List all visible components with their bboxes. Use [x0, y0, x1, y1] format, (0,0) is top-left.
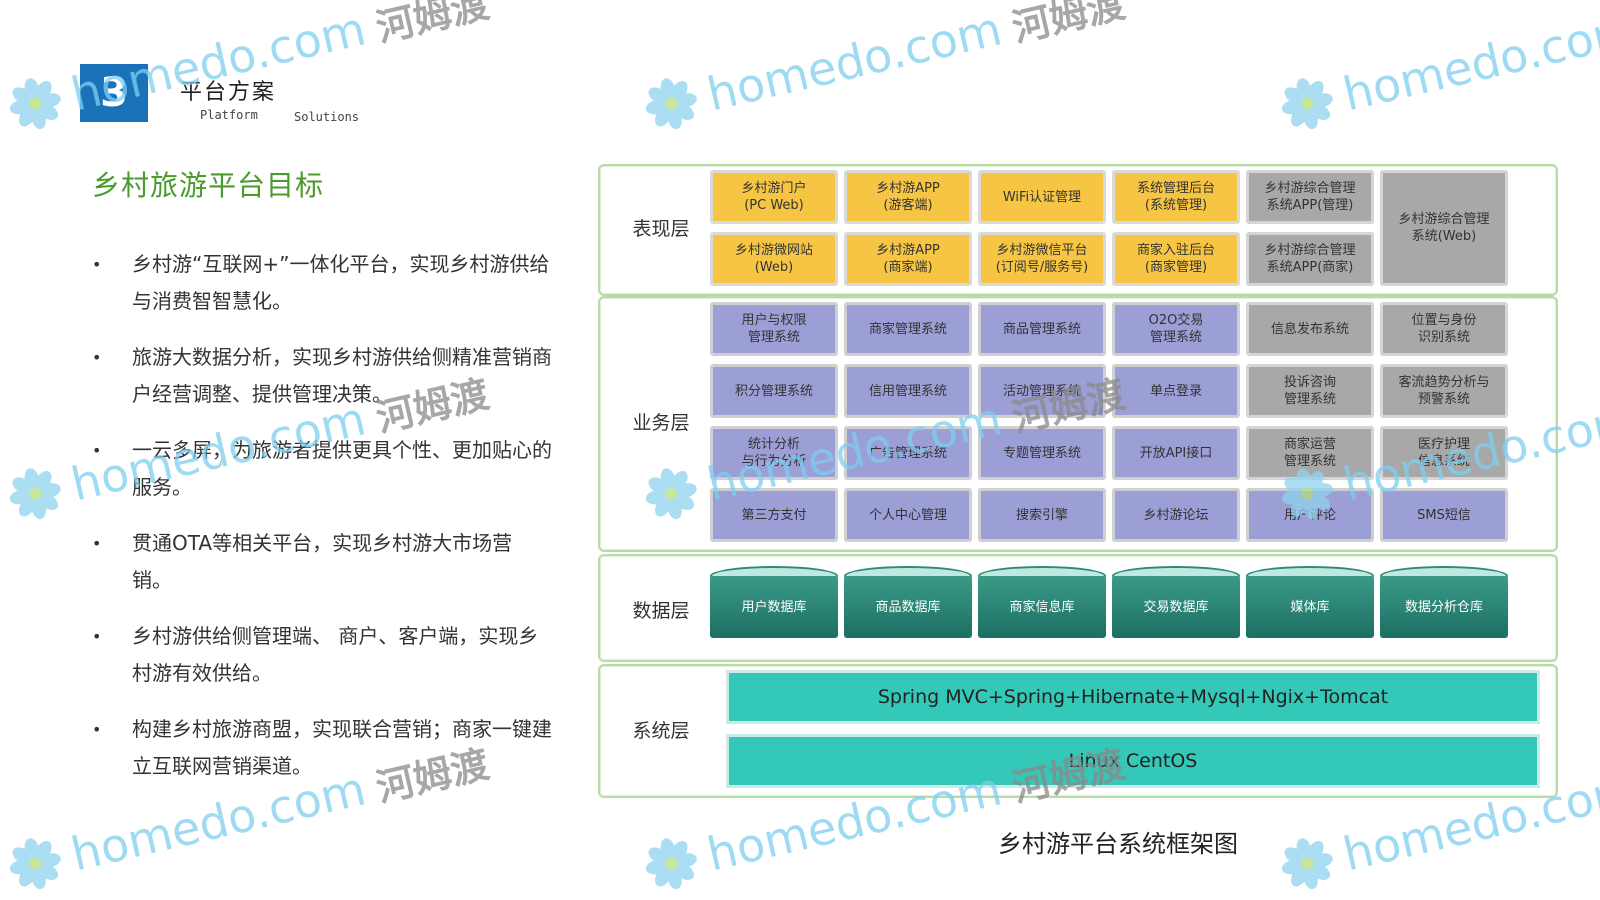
presentation-module: 乡村游APP (商家端): [844, 232, 972, 286]
business-module: 投诉咨询 管理系统: [1246, 364, 1374, 418]
section-subtitle-platform: Platform: [200, 108, 258, 122]
goal-item: • 贯通OTA等相关平台，实现乡村游大市场营销。: [92, 525, 552, 599]
goal-text: 构建乡村旅游商盟，实现联合营销；商家一键建立互联网营销渠道。: [132, 717, 552, 778]
bullet-dot: •: [92, 255, 102, 274]
presentation-module: 乡村游综合管理 系统(Web): [1380, 170, 1508, 286]
business-module: 乡村游论坛: [1112, 488, 1240, 542]
section-subtitle-solutions: Solutions: [294, 110, 360, 124]
layer-label-system: 系统层: [632, 720, 690, 742]
database-item: 商品数据库: [844, 576, 972, 638]
watermark-en: homedo.com: [1338, 1, 1600, 122]
flower-logo-icon: [1281, 78, 1333, 130]
flower-logo-icon: [9, 838, 61, 890]
business-module: 积分管理系统: [710, 364, 838, 418]
business-module: 个人中心管理: [844, 488, 972, 542]
framework-diagram: 表现层 业务层 数据层 系统层 Spring MVC+Spring+Hibern…: [598, 164, 1558, 812]
business-module: 医疗护理 信息系统: [1380, 426, 1508, 480]
layer-label-data: 数据层: [632, 600, 690, 622]
presentation-module: 商家入驻后台 (商家管理): [1112, 232, 1240, 286]
watermark-cn: 河姆渡: [1007, 0, 1129, 50]
business-module: 商家管理系统: [844, 302, 972, 356]
flower-logo-icon: [9, 468, 61, 520]
business-module: 位置与身份 识别系统: [1380, 302, 1508, 356]
bullet-dot: •: [92, 534, 102, 553]
bullet-dot: •: [92, 627, 102, 646]
database-item: 数据分析仓库: [1380, 576, 1508, 638]
business-module: 用户与权限 管理系统: [710, 302, 838, 356]
goal-item: • 乡村游“互联网+”一体化平台，实现乡村游供给与消费智智慧化。: [92, 246, 552, 320]
system-layer: 系统层 Spring MVC+Spring+Hibernate+Mysql+Ng…: [598, 664, 1558, 798]
presentation-module: 乡村游微网站 (Web): [710, 232, 838, 286]
presentation-module: 乡村游APP (游客端): [844, 170, 972, 224]
flower-logo-icon: [645, 78, 697, 130]
flower-logo-icon: [9, 78, 61, 130]
diagram-caption: 乡村游平台系统框架图: [998, 830, 1238, 858]
goal-list: • 乡村游“互联网+”一体化平台，实现乡村游供给与消费智智慧化。 • 旅游大数据分析，…: [92, 246, 552, 804]
flower-logo-icon: [1281, 838, 1333, 890]
business-module: 单点登录: [1112, 364, 1240, 418]
presentation-module: 乡村游综合管理 系统APP(管理): [1246, 170, 1374, 224]
business-module: 商家运营 管理系统: [1246, 426, 1374, 480]
business-module: 开放API接口: [1112, 426, 1240, 480]
business-module: 信用管理系统: [844, 364, 972, 418]
business-module: 统计分析 与行为分析: [710, 426, 838, 480]
flower-logo-icon: [645, 838, 697, 890]
goal-item: • 一云多屏，为旅游者提供更具个性、更加贴心的服务。: [92, 432, 552, 506]
database-item: 商家信息库: [978, 576, 1106, 638]
business-module: O2O交易 管理系统: [1112, 302, 1240, 356]
watermark-cn: 河姆渡: [371, 0, 493, 50]
page-title: 乡村旅游平台目标: [92, 169, 325, 202]
business-module: 用户评论: [1246, 488, 1374, 542]
business-module: 搜索引擎: [978, 488, 1106, 542]
layer-label-presentation: 表现层: [632, 218, 690, 240]
goal-text: 乡村游供给侧管理端、 商户、客户端，实现乡村游有效供给。: [132, 624, 539, 685]
section-title: 平台方案: [180, 80, 277, 105]
goal-text: 乡村游“互联网+”一体化平台，实现乡村游供给与消费智智慧化。: [132, 252, 550, 313]
goal-text: 一云多屏，为旅游者提供更具个性、更加贴心的服务。: [132, 438, 552, 499]
business-module: 信息发布系统: [1246, 302, 1374, 356]
business-module: 客流趋势分析与 预警系统: [1380, 364, 1508, 418]
goal-item: • 旅游大数据分析，实现乡村游供给侧精准营销商户经营调整、提供管理决策。: [92, 339, 552, 413]
business-module: 活动管理系统: [978, 364, 1106, 418]
section-number-badge: 3: [80, 64, 148, 122]
layer-label-business: 业务层: [632, 412, 690, 434]
database-item: 用户数据库: [710, 576, 838, 638]
business-module: 专题管理系统: [978, 426, 1106, 480]
database-item: 交易数据库: [1112, 576, 1240, 638]
presentation-module: WiFi认证管理: [978, 170, 1106, 224]
business-module: 第三方支付: [710, 488, 838, 542]
goal-text: 贯通OTA等相关平台，实现乡村游大市场营销。: [132, 531, 513, 592]
bullet-dot: •: [92, 441, 102, 460]
goal-text: 旅游大数据分析，实现乡村游供给侧精准营销商户经营调整、提供管理决策。: [132, 345, 552, 406]
presentation-module: 乡村游微信平台 (订阅号/服务号): [978, 232, 1106, 286]
presentation-module: 乡村游综合管理 系统APP(商家): [1246, 232, 1374, 286]
presentation-module: 系统管理后台 (系统管理): [1112, 170, 1240, 224]
goal-item: • 构建乡村旅游商盟，实现联合营销；商家一键建立互联网营销渠道。: [92, 711, 552, 785]
tech-stack-bar: Spring MVC+Spring+Hibernate+Mysql+Ngix+T…: [726, 670, 1540, 724]
presentation-module: 乡村游门户 (PC Web): [710, 170, 838, 224]
business-module: 广告管理系统: [844, 426, 972, 480]
bullet-dot: •: [92, 348, 102, 367]
database-item: 媒体库: [1246, 576, 1374, 638]
goal-item: • 乡村游供给侧管理端、 商户、客户端，实现乡村游有效供给。: [92, 618, 552, 692]
business-module: 商品管理系统: [978, 302, 1106, 356]
watermark-en: homedo.com: [702, 1, 1007, 122]
os-bar: Linux CentOS: [726, 734, 1540, 788]
bullet-dot: •: [92, 720, 102, 739]
business-module: SMS短信: [1380, 488, 1508, 542]
